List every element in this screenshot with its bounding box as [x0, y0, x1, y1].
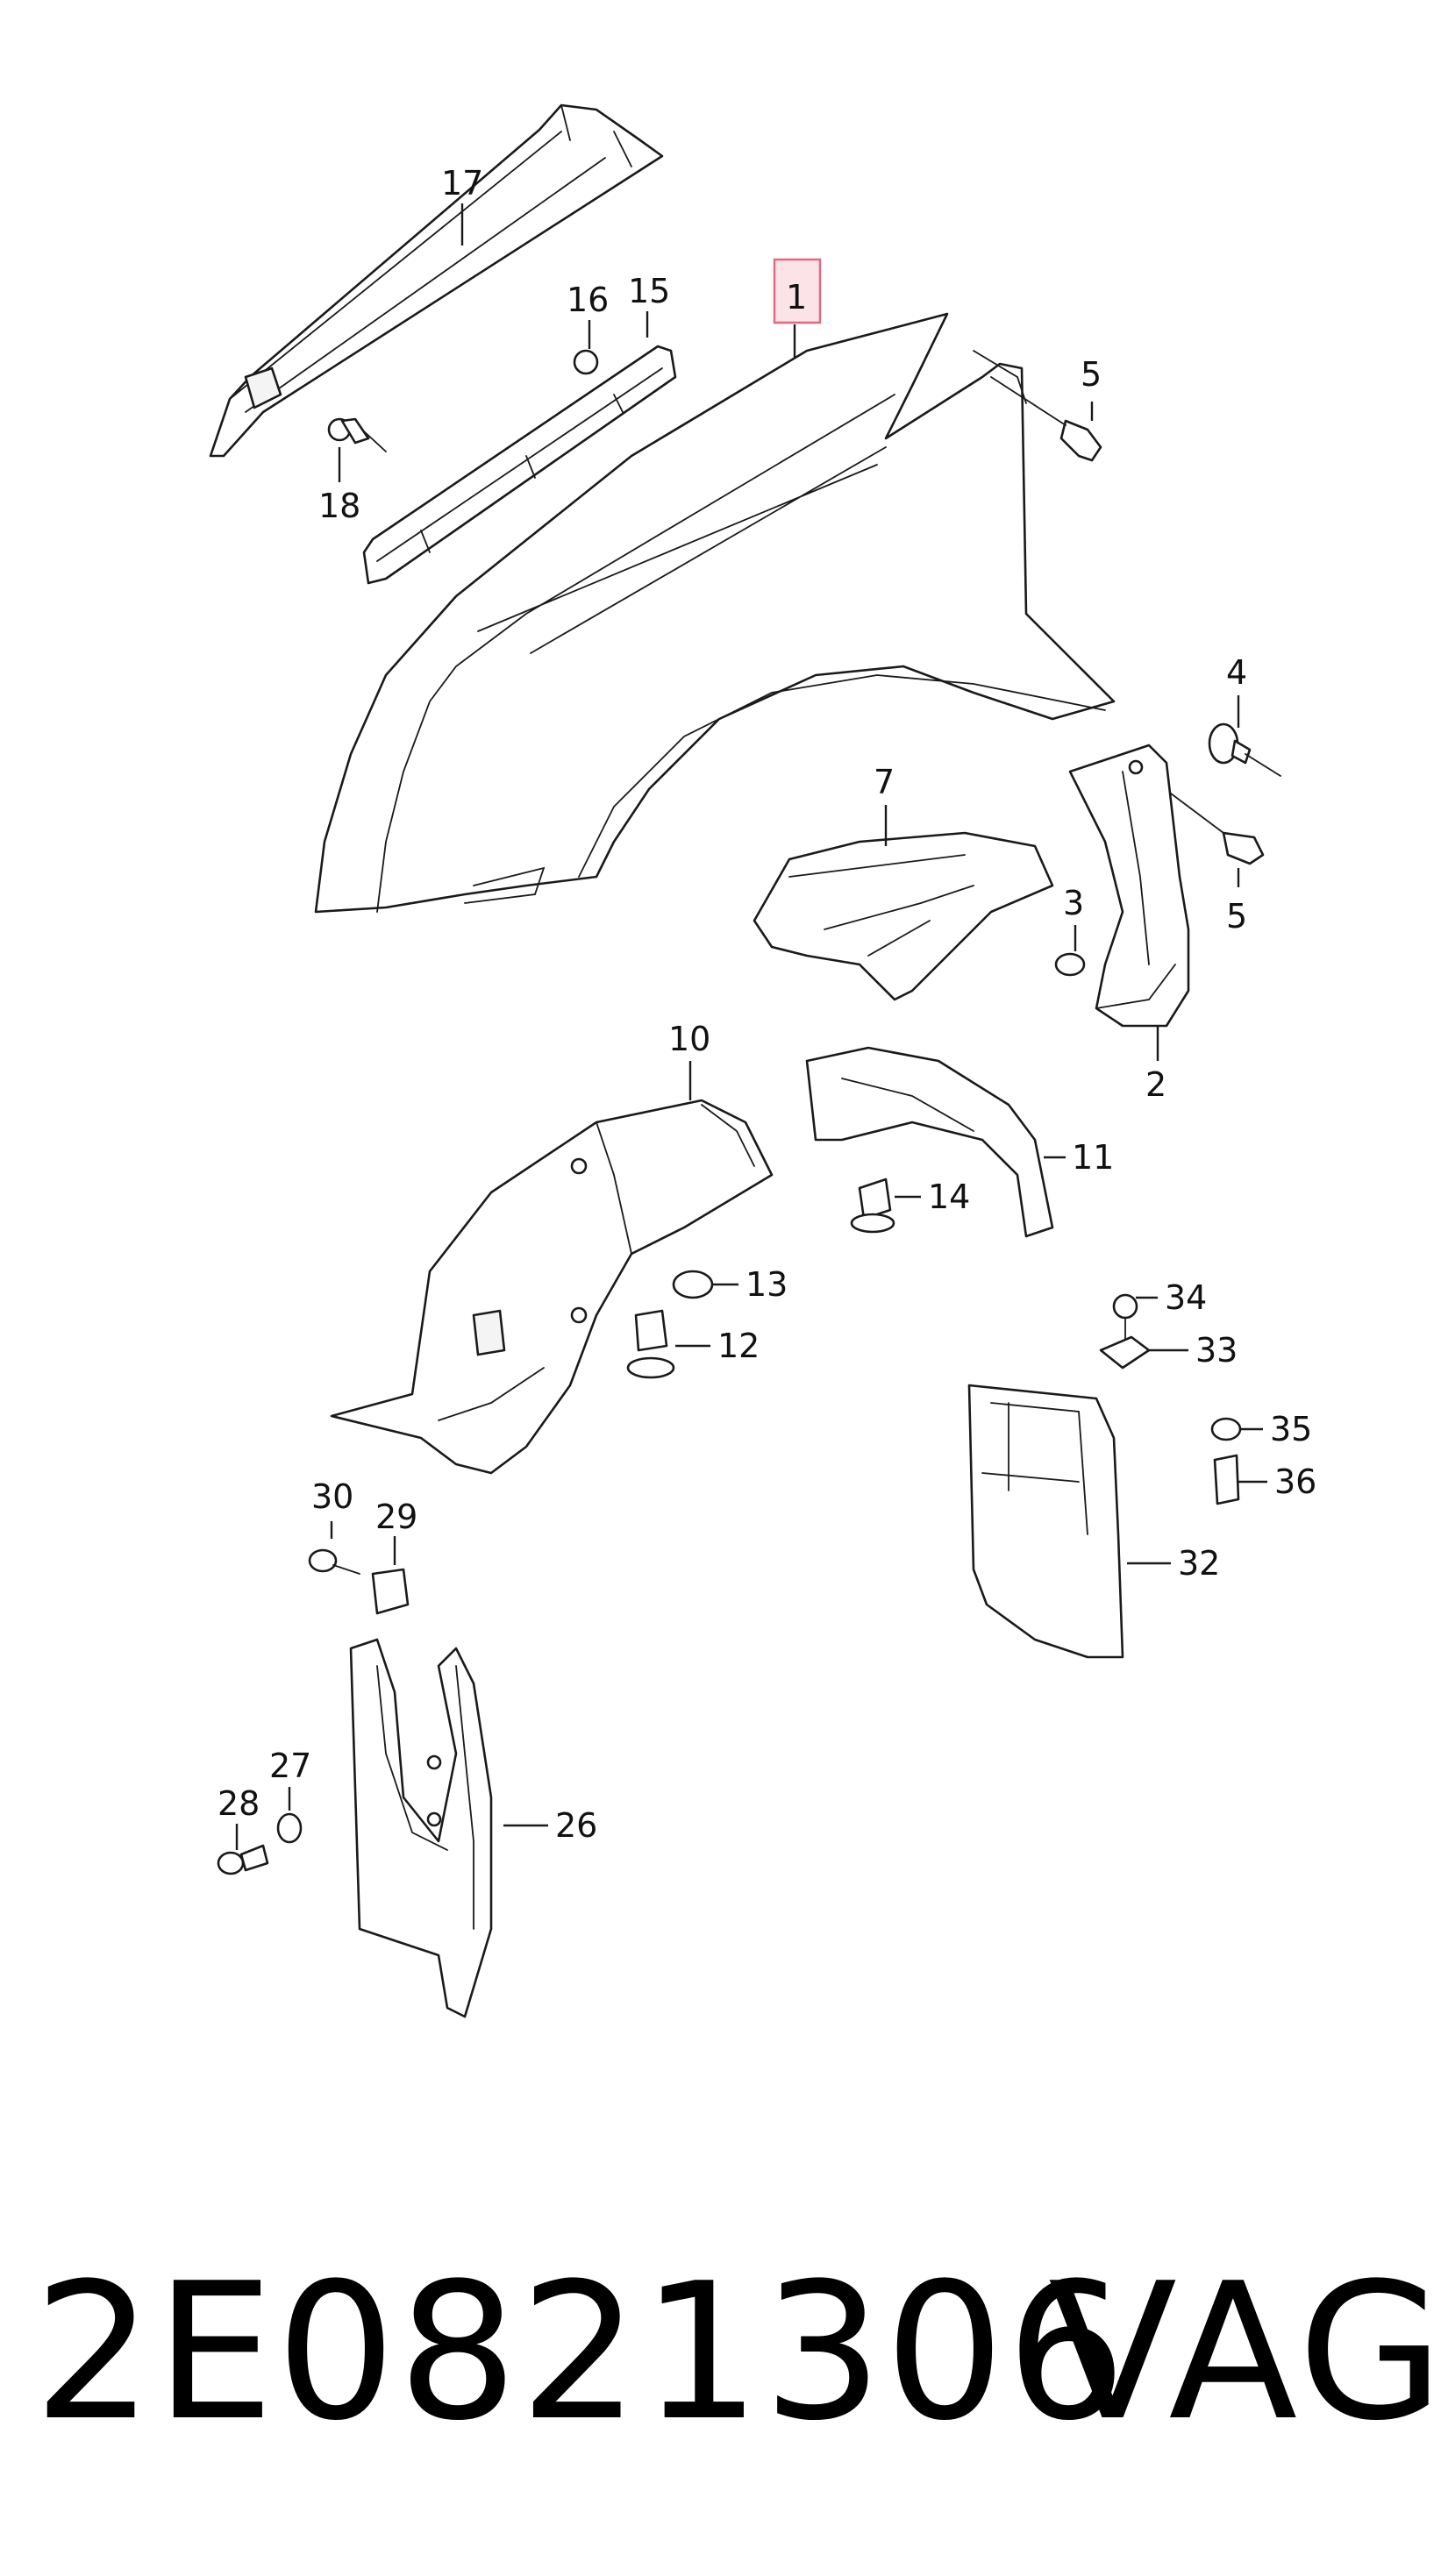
- part-7-bracket: [753, 831, 1054, 1001]
- callout-33: 33: [1195, 1331, 1238, 1370]
- callout-4: 4: [1226, 653, 1247, 692]
- part-18-rivet: [327, 417, 387, 452]
- callout-13: 13: [745, 1265, 788, 1304]
- callout-30: 30: [311, 1477, 353, 1516]
- part-34-screw: [1112, 1293, 1138, 1360]
- part-28-bolt: [217, 1844, 269, 1875]
- callout-2: 2: [1145, 1065, 1166, 1104]
- callout-labels: 1 5 4 5 3 2 7 10 11 14 13 12 16 15 17 18…: [218, 164, 1316, 1845]
- callout-15: 15: [628, 272, 670, 310]
- callout-34: 34: [1165, 1278, 1207, 1317]
- part-15-strip: [362, 345, 677, 585]
- callout-14: 14: [928, 1178, 970, 1216]
- callout-16: 16: [567, 281, 609, 319]
- callout-35: 35: [1270, 1410, 1312, 1448]
- callout-3: 3: [1063, 884, 1084, 922]
- callout-10: 10: [668, 1020, 710, 1058]
- part-16-clip: [573, 349, 599, 375]
- highlight-box: [773, 258, 822, 324]
- part-5-bolt-top: [990, 376, 1102, 462]
- callout-17: 17: [441, 164, 483, 203]
- part-32-mud-flap: [967, 1384, 1124, 1659]
- part-4-rivet: [1208, 722, 1281, 777]
- callout-32: 32: [1178, 1544, 1220, 1583]
- part-1-fender: [314, 312, 1116, 914]
- part-2-bracket: [1068, 744, 1190, 1028]
- part-14-clip: [850, 1178, 895, 1234]
- part-33-clip: [1099, 1335, 1151, 1370]
- callout-1: 1: [786, 278, 807, 317]
- part-35-nut: [1210, 1417, 1242, 1441]
- callout-29: 29: [375, 1498, 417, 1536]
- part-13-nut: [672, 1270, 714, 1299]
- part-3-nut: [1054, 952, 1086, 977]
- callout-7: 7: [874, 763, 895, 801]
- callout-28: 28: [218, 1784, 260, 1823]
- part-17-sill-trim: [209, 103, 664, 458]
- part-11-liner: [805, 1046, 1054, 1238]
- callout-5: 5: [1226, 897, 1247, 936]
- part-26-mud-guard: [349, 1638, 493, 2018]
- callout-12: 12: [717, 1327, 760, 1365]
- part-5-bolt-right: [1170, 793, 1265, 865]
- part-number: 2E0821306: [33, 2242, 1129, 2462]
- part-30-bolt: [308, 1548, 360, 1575]
- callout-11: 11: [1072, 1138, 1114, 1177]
- part-12-clip: [626, 1309, 675, 1379]
- part-10-wheel-housing-liner: [330, 1099, 774, 1475]
- callout-36: 36: [1274, 1462, 1316, 1501]
- part-36-bolt: [1213, 1454, 1240, 1505]
- callout-18: 18: [318, 487, 360, 525]
- callout-5: 5: [1081, 355, 1102, 394]
- part-27-washer: [276, 1812, 303, 1844]
- brand-name: VAG: [1048, 2242, 1441, 2462]
- callout-26: 26: [555, 1806, 597, 1845]
- callout-27: 27: [269, 1747, 311, 1785]
- part-29-bracket: [371, 1568, 410, 1615]
- leader-lines: [235, 203, 1267, 1850]
